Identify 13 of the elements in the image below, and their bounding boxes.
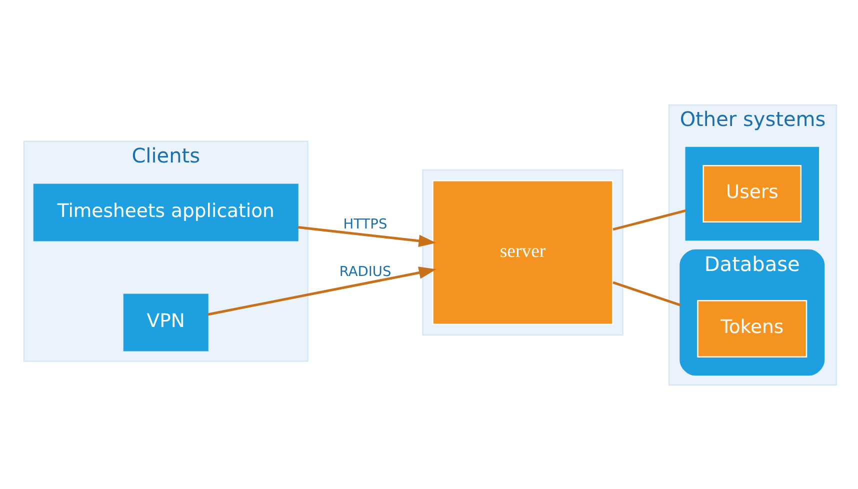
cluster — [422, 168, 624, 336]
edge-label: RADIUS — [339, 264, 392, 280]
node-box: Timesheets application — [33, 183, 298, 241]
arrow — [208, 266, 436, 316]
node-box: Users — [702, 164, 802, 222]
arrow — [298, 226, 436, 247]
node-box: server — [432, 180, 614, 324]
node-box: VPN — [123, 293, 208, 351]
edge-label: HTTPS — [343, 216, 388, 232]
cluster — [685, 146, 819, 240]
node-box: Tokens — [697, 300, 808, 357]
connector — [612, 280, 681, 306]
connector — [612, 208, 686, 230]
